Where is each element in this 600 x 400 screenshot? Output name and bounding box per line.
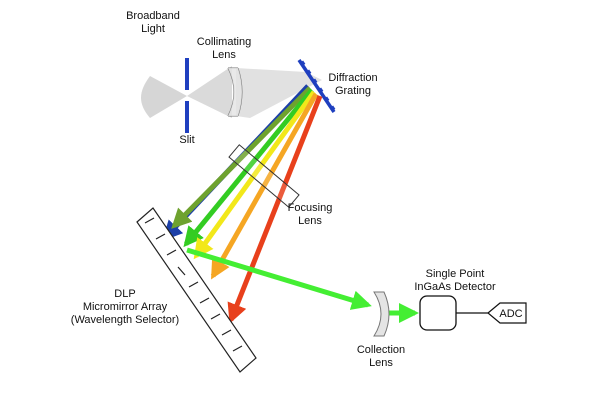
light-beam [141,66,322,118]
ray-yellow [193,90,317,260]
slit-label: Slit [179,134,195,146]
adc-box: ADC [487,302,527,324]
detector-label: Single Point InGaAs Detector [414,268,496,293]
focusing-lens [228,144,300,208]
diffracted-rays [162,84,323,324]
collimating-lens-label: Collimating Lens [196,36,252,61]
adc-label: ADC [499,308,522,320]
diffraction-grating-label: Diffraction Grating [328,72,378,97]
ray-olive [171,86,312,229]
selected-beam [186,247,419,323]
ray-red [227,95,323,324]
collection-lens [373,291,390,337]
broadband-light-label: Broadband Light [126,10,180,35]
ingaas-detector [419,295,490,331]
collimating-lens [227,67,243,117]
diffraction-grating [297,59,336,113]
ray-green [183,88,314,248]
ray-orange [210,92,319,280]
dlp-array-label: DLP Micromirror Array (Wavelength Select… [70,288,180,326]
collection-lens-label: Collection Lens [356,344,406,369]
dlp-micromirror-array [136,207,257,373]
focusing-lens-label: Focusing Lens [287,202,333,227]
